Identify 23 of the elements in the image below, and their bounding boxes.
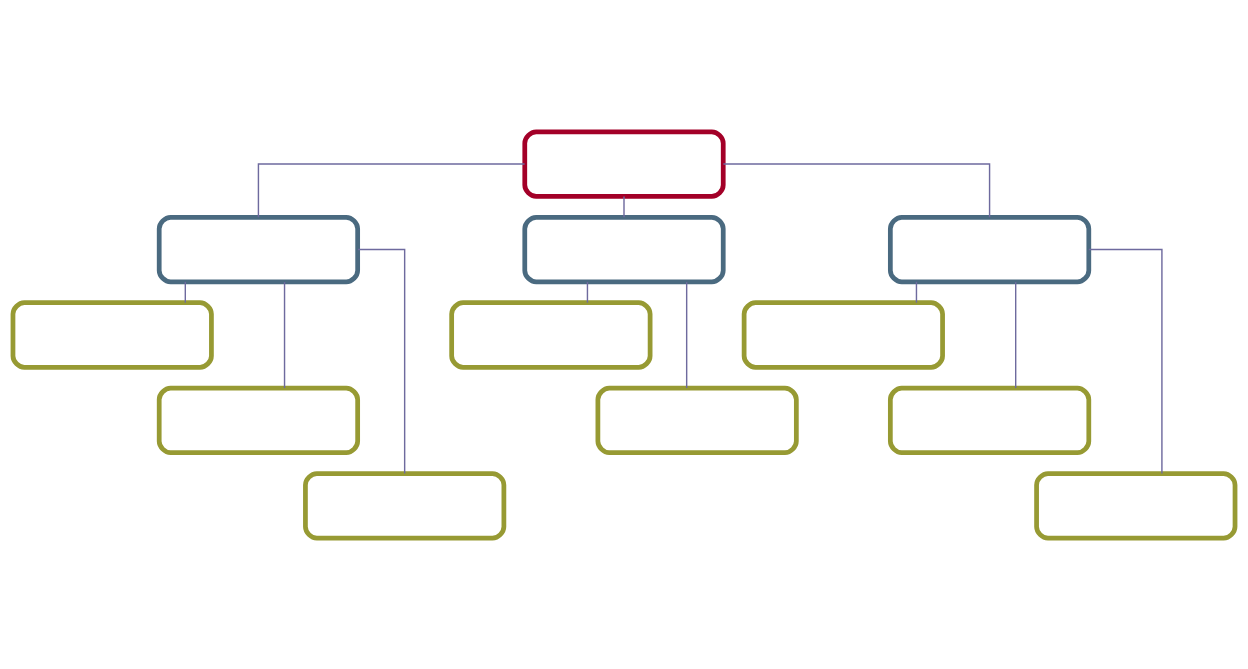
connector [722, 162, 991, 218]
node-box [887, 214, 1092, 284]
node-box [156, 214, 361, 284]
node-box [1034, 470, 1238, 541]
connector [1015, 280, 1017, 389]
connector [623, 195, 625, 218]
connector [1088, 248, 1163, 474]
connector [586, 280, 589, 303]
connector [184, 280, 186, 303]
node-box [303, 470, 507, 541]
connector [357, 248, 406, 474]
node-box [887, 385, 1092, 455]
connector [257, 162, 526, 218]
node-box [741, 299, 945, 370]
connector [685, 280, 688, 389]
node-box [522, 128, 726, 199]
node-box [522, 214, 726, 284]
node-box [156, 385, 361, 455]
node-box [595, 385, 799, 455]
connector [283, 280, 286, 389]
node-box [449, 299, 653, 370]
connector [915, 280, 918, 303]
node-box [10, 299, 214, 370]
